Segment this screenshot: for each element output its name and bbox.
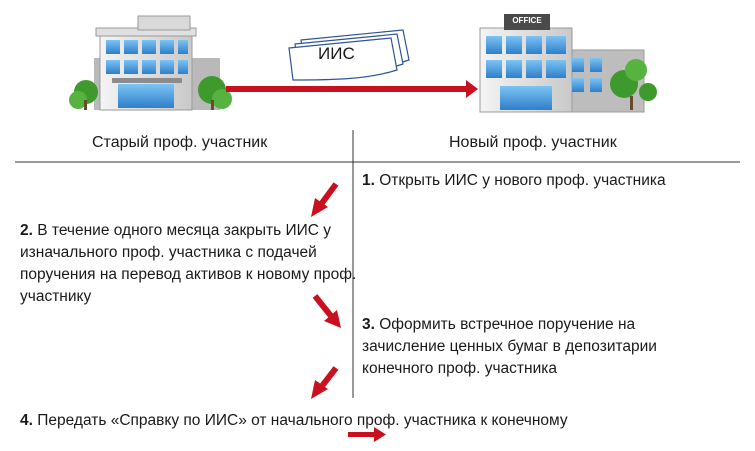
step-arrow-2-to-3: [312, 294, 341, 328]
step-number: 3.: [362, 316, 375, 333]
step-text: В течение одного месяца закрыть ИИС у из…: [20, 222, 357, 305]
iis-document-icon: [288, 29, 410, 81]
iis-label: ИИС: [318, 44, 355, 63]
old-participant-building-icon: [69, 15, 232, 111]
step-text: Оформить встречное поручение на зачислен…: [362, 316, 657, 377]
step-arrow-3-to-4: [311, 366, 339, 399]
step-number: 4.: [20, 412, 33, 429]
new-participant-label: Новый проф. участник: [449, 134, 617, 151]
step-number: 1.: [362, 172, 375, 189]
step-4: 4. Передать «Справку по ИИС» от начально…: [20, 410, 740, 432]
office-sign-label: OFFICE: [512, 16, 542, 25]
step-arrow-1-to-2: [311, 182, 339, 217]
step-2: 2. В течение одного месяца закрыть ИИС у…: [20, 220, 365, 308]
new-participant-office-building-icon: [479, 14, 657, 113]
step-arrow-4-final: [348, 427, 386, 442]
old-participant-label: Старый проф. участник: [92, 134, 268, 151]
transfer-arrow: [226, 80, 478, 98]
step-number: 2.: [20, 222, 33, 239]
step-3: 3. Оформить встречное поручение на зачис…: [362, 314, 702, 380]
step-text: Передать «Справку по ИИС» от начального …: [32, 412, 568, 429]
step-text: Открыть ИИС у нового проф. участника: [374, 172, 666, 189]
step-1: 1. Открыть ИИС у нового проф. участника: [362, 170, 742, 192]
